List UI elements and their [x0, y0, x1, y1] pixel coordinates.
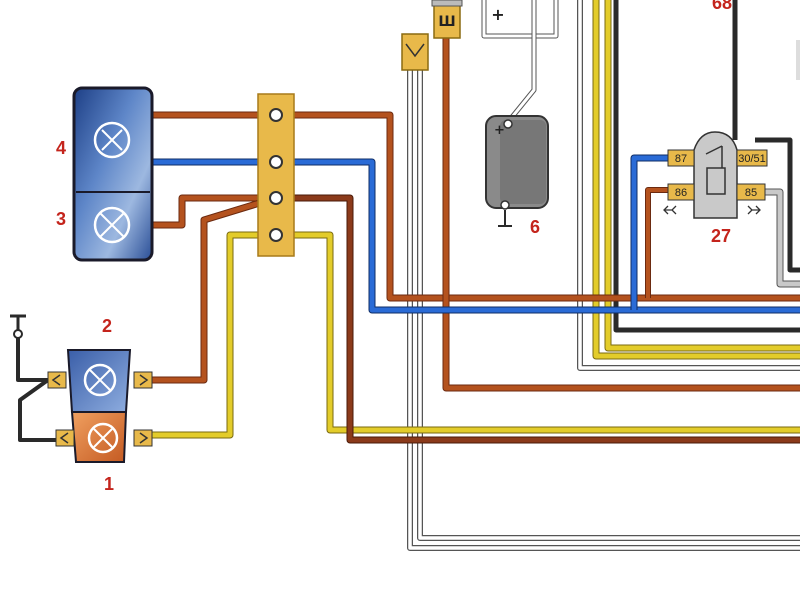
wire-yellow-lamp1-core [150, 232, 276, 438]
wire-switch-top-core [482, 0, 558, 38]
wire-black-ground [16, 330, 56, 442]
lamp-4-filament-icon [101, 129, 123, 151]
relay-pin-3051-label: 30/51 [738, 153, 766, 165]
relay-contact-icon [705, 145, 723, 168]
wire-blue-lamp4-core [150, 159, 800, 313]
motor-6-shade [500, 120, 546, 204]
lamp-1-filament-icon [93, 428, 113, 448]
lamp-1-right-terminal [133, 429, 153, 447]
relay-pin-87 [667, 149, 695, 167]
lamp-2-icon [83, 363, 117, 397]
wire-white-outer-core [408, 40, 800, 550]
lamp-1-icon [87, 422, 119, 454]
wire-black-3051 [755, 137, 800, 273]
relay-86-arrow-icon [663, 205, 677, 215]
lamp-1-left-terminal [55, 429, 75, 447]
top-connector-left [401, 33, 429, 71]
wire-white-right-core [578, 0, 800, 370]
wire-brown-motor-core [443, 30, 800, 391]
motor-6: + [485, 115, 549, 227]
connector-arrow-icon [405, 43, 425, 58]
headlight-housing [72, 86, 154, 262]
wire-motor-plus-core [506, 0, 536, 123]
label-lamp-2: 2 [102, 316, 112, 336]
connector-terminal-2 [269, 155, 283, 169]
motor-6-ground-terminal [500, 200, 510, 210]
relay-27: 87 30/51 86 85 [663, 131, 768, 219]
component-68-edge [796, 40, 800, 80]
terminal-sh-label: Ш [438, 14, 455, 30]
wire-blue-87-core [631, 155, 668, 310]
wire-brown-86-core [646, 188, 668, 298]
connector-terminal-3 [269, 191, 283, 205]
label-motor-6: 6 [530, 217, 540, 237]
label-component-68: 68 [712, 0, 732, 13]
wire-yellow-right-core [605, 0, 800, 351]
motor-6-plus-label: + [494, 123, 505, 138]
headlight-block [72, 86, 154, 262]
wire-gray-85-core [765, 189, 800, 287]
lamp-2-filament-icon [89, 369, 111, 391]
relay-pin-86 [667, 183, 695, 201]
relay-pin-87-label: 87 [675, 153, 687, 165]
wire-black-main [613, 0, 800, 333]
relay-pin-86-label: 86 [675, 187, 687, 199]
wire-brown-lamp4-core [150, 112, 800, 301]
wires [16, 0, 800, 551]
terminal-arrow-icons [51, 374, 149, 444]
relay-coil-icon [706, 167, 726, 195]
wire-brown-lamp3-core [150, 195, 276, 228]
wire-white-inner-core [418, 60, 800, 540]
wire-brown-lamp2-core [150, 195, 277, 383]
label-relay-27: 27 [711, 226, 731, 246]
lamp-2-left-terminal [47, 371, 67, 389]
relay-pin-85 [736, 183, 766, 201]
wire-yellow-right2-core [593, 0, 800, 359]
relay-pin-3051 [736, 149, 768, 167]
label-lamp-3: 3 [56, 209, 66, 229]
terminal-sh-cap [431, 0, 463, 7]
wire-darkbrown-main-core [276, 195, 800, 443]
connector-terminal-4 [269, 228, 283, 242]
connector-block [257, 93, 295, 257]
ground-terminal [13, 329, 23, 339]
label-lamp-4: 4 [56, 138, 66, 158]
lamp-3-filament-icon [99, 212, 125, 238]
relay-pin-85-label: 85 [745, 187, 757, 199]
relay-85-arrow-icon [747, 205, 761, 215]
wire-yellow-main-core [276, 232, 800, 433]
motor-6-terminal [503, 119, 513, 129]
lamp-block-1-2 [10, 314, 153, 463]
lamp-3-icon [93, 206, 131, 244]
switch-plus-label: + [491, 5, 504, 24]
relay-27-body [693, 131, 738, 219]
top-connector: Ш + [401, 0, 505, 71]
lamp-2-right-terminal [133, 371, 153, 389]
label-lamp-1: 1 [104, 474, 114, 494]
connector-terminal-1 [269, 108, 283, 122]
lamp-4-icon [93, 121, 131, 159]
wire-yellow-lamp1 [150, 231, 276, 439]
wire-brown-86 [645, 187, 668, 298]
